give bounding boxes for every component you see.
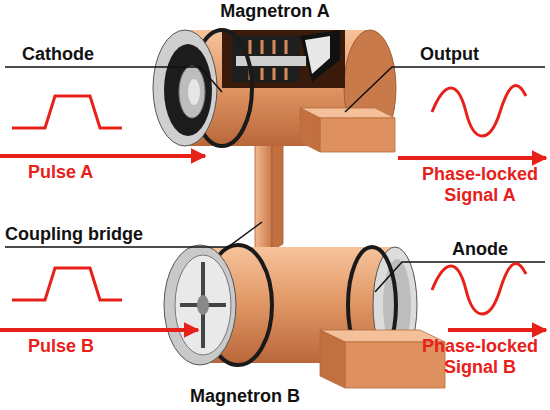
cathode-support bbox=[180, 262, 226, 348]
anode-vanes bbox=[250, 40, 286, 80]
signal-arrow bbox=[0, 154, 205, 158]
signal-arrow bbox=[0, 328, 198, 332]
cathode-tip bbox=[188, 79, 200, 105]
cone-highlight bbox=[305, 36, 330, 74]
cathode bbox=[179, 66, 205, 118]
part-label: Anode bbox=[452, 239, 547, 260]
part-label: Output bbox=[420, 44, 540, 65]
leader-line bbox=[5, 222, 262, 247]
part-label: Cathode bbox=[22, 44, 142, 65]
device-label: Magnetron A bbox=[200, 1, 350, 22]
end-cap bbox=[164, 245, 236, 365]
signal-label: Pulse B bbox=[28, 336, 148, 357]
coupling-bridge-side bbox=[272, 134, 283, 250]
part-label: Coupling bridge bbox=[5, 224, 205, 245]
signal-label: Phase-locked Signal B bbox=[410, 336, 550, 378]
pulse-waveform bbox=[12, 96, 122, 128]
sine-waveform bbox=[432, 85, 526, 136]
end-cap-inner bbox=[175, 255, 231, 355]
waveguide-side bbox=[320, 330, 345, 388]
waveguide-side bbox=[300, 108, 320, 152]
cathode bbox=[197, 295, 209, 315]
signal-label: Pulse A bbox=[28, 162, 148, 183]
coupling-bridge bbox=[255, 140, 272, 250]
leader-line bbox=[5, 67, 222, 92]
end-cap bbox=[153, 30, 217, 146]
waveguide-front bbox=[320, 118, 395, 152]
signal-arrow bbox=[398, 156, 546, 160]
signal-arrow bbox=[448, 328, 546, 332]
pulse-waveform bbox=[12, 268, 122, 300]
end-cap-inner bbox=[164, 44, 212, 136]
sine-waveform bbox=[432, 263, 526, 314]
signal-label: Phase-locked Signal A bbox=[410, 164, 550, 206]
device-label: Magnetron B bbox=[170, 386, 320, 407]
